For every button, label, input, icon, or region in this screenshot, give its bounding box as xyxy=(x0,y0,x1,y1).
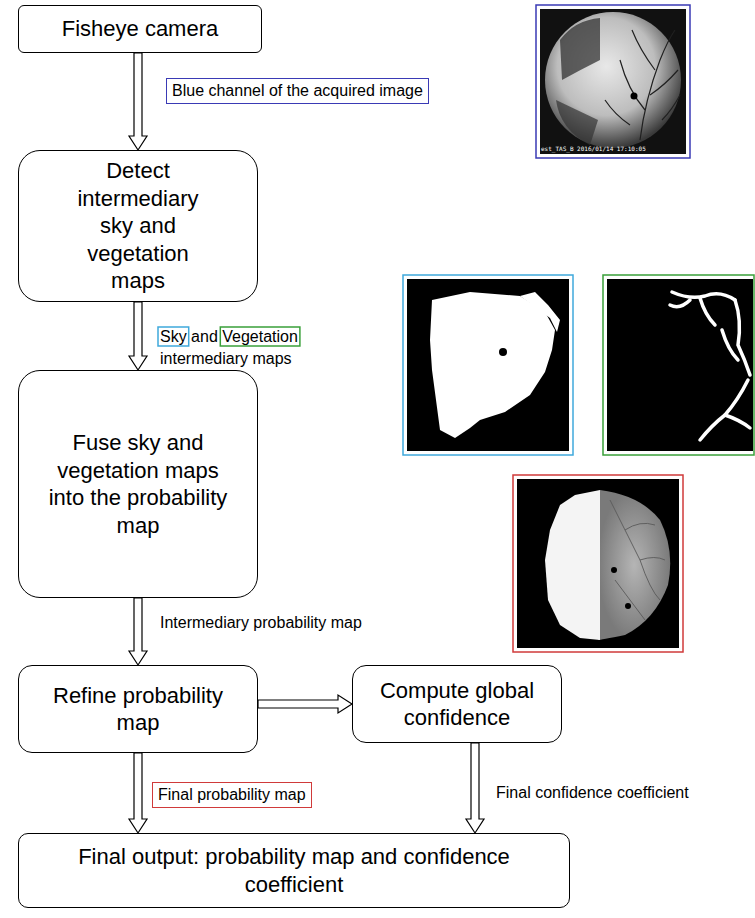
hollow-arrow xyxy=(466,743,484,833)
edge-label: Intermediary probability map xyxy=(160,612,420,634)
edge-label: Final probability map xyxy=(152,782,312,808)
process-box: Compute global confidence xyxy=(352,665,562,743)
hollow-arrow xyxy=(129,598,147,665)
edge-label: Sky and Vegetation intermediary maps xyxy=(160,326,360,369)
hollow-arrow xyxy=(258,695,352,713)
timestamp-label: est_TAS_B 2016/01/14 17:10:05 xyxy=(541,145,646,152)
fisheye-photo xyxy=(536,5,690,158)
box-text: Refine probability map xyxy=(38,682,238,737)
vegetation-map xyxy=(603,275,754,455)
box-text: Compute global confidence xyxy=(362,677,552,732)
edge-label: Blue channel of the acquired image xyxy=(166,78,429,104)
box-text: Detect intermediary sky and vegetation m… xyxy=(58,157,218,295)
process-box: Refine probability map xyxy=(18,665,258,753)
box-text: Final output: probability map and confid… xyxy=(29,843,559,898)
box-text: Fisheye camera xyxy=(62,15,219,43)
process-box: Fuse sky and vegetation maps into the pr… xyxy=(18,370,258,598)
hollow-arrow xyxy=(129,302,147,370)
process-box: Detect intermediary sky and vegetation m… xyxy=(18,150,258,302)
process-box: Fisheye camera xyxy=(18,5,262,53)
box-text: Fuse sky and vegetation maps into the pr… xyxy=(38,429,238,539)
process-box: Final output: probability map and confid… xyxy=(18,833,570,908)
sky-map xyxy=(403,275,573,455)
edge-label: Final confidence coefficient xyxy=(496,782,746,804)
probability-map xyxy=(513,475,683,652)
hollow-arrow xyxy=(129,53,147,150)
hollow-arrow xyxy=(129,753,147,833)
